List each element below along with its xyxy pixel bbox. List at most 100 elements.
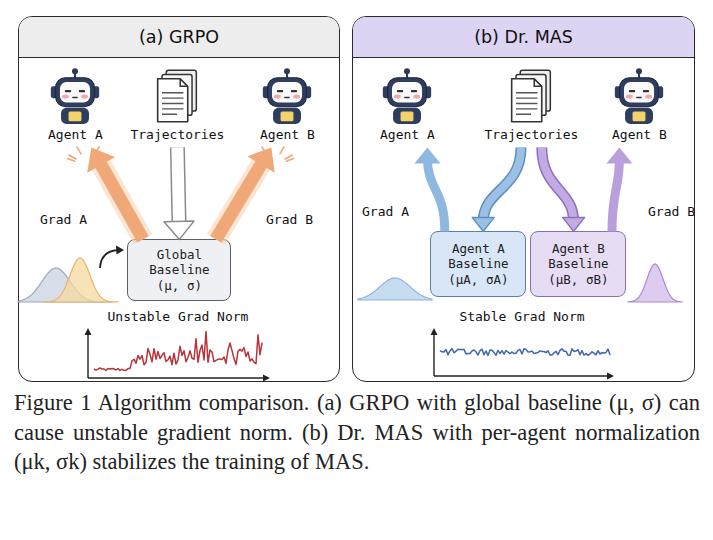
arrow-glow: [216, 159, 264, 239]
spark-line: [101, 159, 109, 162]
spark-line: [286, 159, 294, 162]
spark-line: [252, 159, 259, 162]
icon-svg: [610, 67, 668, 125]
arrowhead: [247, 147, 274, 172]
pointer-arrow: [100, 250, 118, 268]
icon-path: [630, 90, 648, 92]
agent-node: Agent B: [247, 67, 327, 147]
chart-axis: [434, 332, 610, 376]
icon-rect: [69, 112, 82, 122]
document-icon: [125, 67, 229, 125]
node-label: Agent B: [599, 127, 679, 143]
panel-heading: (a) GRPO: [19, 17, 339, 58]
icon-rect: [620, 78, 659, 107]
connector-arrow: [472, 147, 521, 231]
icon-circle: [284, 69, 290, 75]
icon-ellipse: [82, 95, 89, 99]
agent-node: Agent A: [367, 67, 447, 147]
grad-norm-line: [440, 349, 610, 356]
arrowhead: [87, 147, 115, 172]
icon-rect: [268, 78, 307, 107]
icon-rect: [281, 112, 294, 122]
icon-path: [512, 79, 542, 122]
arrow-shaft: [612, 159, 619, 232]
icon-svg: [502, 67, 560, 125]
arrow-shaft: [483, 147, 521, 221]
distribution-curve: [358, 278, 432, 300]
icon-circle: [404, 69, 410, 75]
figure-caption: Figure 1 Algorithm comparison. (a) GRPO …: [14, 388, 700, 477]
chart-title: Stable Grad Norm: [432, 309, 612, 324]
distribution-curve: [628, 264, 682, 302]
icon-path: [181, 79, 189, 87]
agent-node: Agent B: [599, 67, 679, 147]
icon-path: [405, 97, 409, 99]
icon-path: [516, 93, 537, 114]
icon-ellipse: [274, 95, 281, 99]
connector-arrow: [414, 147, 444, 231]
spark-line: [67, 159, 75, 162]
icon-rect: [61, 108, 89, 124]
baseline-formula: (μA, σA): [448, 272, 508, 287]
icon-path: [162, 93, 183, 114]
connector-arrow: [164, 147, 194, 239]
icon-path: [158, 79, 188, 122]
icon-path: [398, 90, 416, 92]
connector-arrow: [216, 147, 275, 239]
icon-rect: [60, 82, 90, 102]
icon-svg: [46, 67, 104, 125]
panel-heading: (b) Dr. MAS: [353, 17, 694, 58]
baseline-formula: (μB, σB): [548, 272, 608, 287]
icon-svg: [258, 67, 316, 125]
arrow-outline: [542, 147, 574, 221]
spark-line: [254, 155, 261, 159]
chart-title: Unstable Grad Norm: [88, 309, 268, 324]
icon-rect: [392, 82, 422, 102]
spark-line: [285, 155, 292, 159]
icon-svg: [378, 67, 436, 125]
node-label: Agent B: [247, 127, 327, 143]
node-label: Trajectories: [479, 127, 583, 143]
spark-line: [280, 147, 284, 154]
baseline-name: Global Baseline: [132, 247, 226, 277]
spark-line: [100, 155, 107, 159]
spark-line: [69, 155, 76, 159]
spark-line: [262, 147, 266, 154]
arrow-outline: [483, 147, 521, 221]
icon-svg: [148, 67, 206, 125]
edge-label: Grad A: [40, 212, 87, 227]
axis-arrowhead: [85, 328, 92, 335]
arrow-glow: [98, 160, 143, 240]
robot-icon: [599, 67, 679, 125]
baseline-box: Global Baseline(μ, σ): [127, 239, 231, 301]
arrow-shaft: [427, 159, 444, 232]
node-label: Agent A: [35, 127, 115, 143]
icon-ellipse: [394, 95, 401, 99]
icon-path: [278, 90, 296, 92]
icon-ellipse: [414, 95, 421, 99]
icon-ellipse: [646, 95, 653, 99]
baseline-box: Agent A Baseline(μA, σA): [430, 231, 526, 297]
baseline-formula: (μ, σ): [157, 278, 202, 293]
agent-node: Agent A: [35, 67, 115, 147]
icon-ellipse: [626, 95, 633, 99]
connector-arrow: [87, 147, 143, 239]
baseline-name: Agent B Baseline: [535, 241, 621, 271]
icon-path: [535, 79, 543, 87]
robot-icon: [35, 67, 115, 125]
icon-rect: [393, 108, 421, 124]
node-label: Trajectories: [125, 127, 229, 143]
arrowhead: [164, 221, 194, 239]
panel-box: (a) GRPO Agent A Trajectories Agent B Global…: [18, 16, 340, 382]
edge-label: Grad A: [362, 204, 409, 219]
arrowhead: [414, 147, 440, 163]
connector-arrow: [606, 147, 632, 231]
node-label: Agent A: [367, 127, 447, 143]
arrowhead: [563, 217, 585, 231]
icon-path: [66, 90, 84, 92]
trajectory-node: Trajectories: [125, 67, 229, 147]
panel-box: (b) Dr. MAS Agent A Trajectories Agent B Age…: [352, 16, 695, 382]
arrow-outline: [177, 147, 179, 226]
spark-line: [77, 147, 81, 154]
